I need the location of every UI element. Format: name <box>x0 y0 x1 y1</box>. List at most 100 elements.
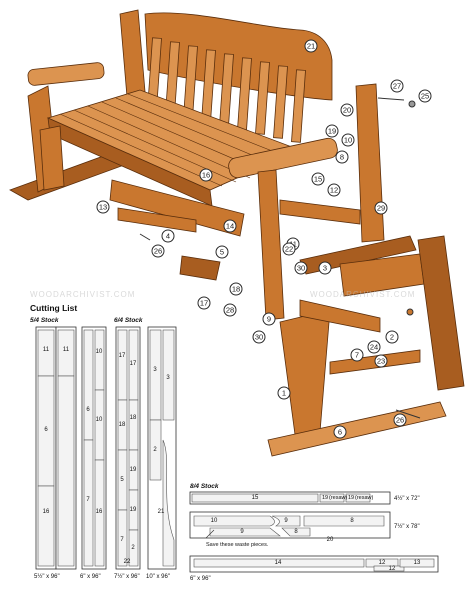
callout-29: 29 <box>374 201 388 215</box>
callout-12: 12 <box>327 183 341 197</box>
callout-8: 8 <box>335 150 349 164</box>
svg-text:22: 22 <box>124 559 131 565</box>
svg-text:2: 2 <box>131 545 135 551</box>
svg-text:3: 3 <box>323 264 327 273</box>
svg-text:17: 17 <box>200 299 208 308</box>
board-84-a: 15 19 (resaw) 19 (resaw) <box>189 491 391 505</box>
board-54-a: 11 6 16 <box>35 326 57 570</box>
svg-text:20: 20 <box>343 106 351 115</box>
board-84-c-dim: 6" x 96" <box>190 576 211 582</box>
callout-30-b: 30 <box>252 330 266 344</box>
callout-26-a: 26 <box>151 244 165 258</box>
part-callouts: 1 2 3 4 5 6 7 8 9 10 11 12 13 14 15 16 1… <box>96 39 432 439</box>
svg-text:26: 26 <box>396 416 404 425</box>
board-54-a-dim: 5½" x 96" <box>34 573 60 580</box>
svg-text:6: 6 <box>44 427 48 433</box>
svg-text:2: 2 <box>153 447 157 453</box>
svg-text:15: 15 <box>252 495 259 501</box>
board-64-b: 3 3 2 21 <box>147 326 177 570</box>
svg-text:7: 7 <box>86 497 90 503</box>
callout-2: 2 <box>385 330 399 344</box>
svg-text:18: 18 <box>119 422 126 428</box>
svg-text:13: 13 <box>99 203 107 212</box>
svg-text:19: 19 <box>130 467 137 473</box>
svg-text:14: 14 <box>226 222 234 231</box>
stock-84-label: 8/4 Stock <box>190 483 219 490</box>
svg-text:9: 9 <box>284 518 288 524</box>
watermark-left: WOODARCHIVIST.COM <box>30 290 135 299</box>
svg-text:5: 5 <box>220 248 224 257</box>
cutting-list: Cutting List 5/4 Stock 6/4 Stock 11 6 16… <box>30 303 439 582</box>
watermark-right: WOODARCHIVIST.COM <box>310 290 415 299</box>
svg-text:20: 20 <box>327 537 334 543</box>
callout-9: 9 <box>262 312 276 326</box>
cutting-list-title: Cutting List <box>30 303 77 313</box>
svg-text:28: 28 <box>226 306 234 315</box>
svg-text:26: 26 <box>154 247 162 256</box>
callout-13: 13 <box>96 200 110 214</box>
board-54-b-dim: 6" x 96" <box>80 574 101 580</box>
stock-64-label: 6/4 Stock <box>114 317 143 324</box>
svg-text:14: 14 <box>275 560 282 566</box>
svg-text:10: 10 <box>211 518 218 524</box>
svg-text:7: 7 <box>355 351 359 360</box>
svg-text:6: 6 <box>86 407 90 413</box>
svg-text:9: 9 <box>267 315 271 324</box>
board-54-a-strip: 11 <box>55 326 77 570</box>
svg-text:5: 5 <box>120 477 124 483</box>
svg-text:29: 29 <box>377 204 385 213</box>
callout-30-a: 30 <box>294 261 308 275</box>
board-84-a-dim: 4½" x 72" <box>394 495 420 502</box>
svg-text:1: 1 <box>282 389 286 398</box>
svg-text:19: 19 <box>322 495 328 501</box>
svg-text:22: 22 <box>285 245 293 254</box>
svg-text:17: 17 <box>119 353 126 359</box>
board-64-a: 17 17 18 18 5 19 19 7 2 22 <box>115 326 141 570</box>
svg-text:19: 19 <box>130 507 137 513</box>
svg-text:16: 16 <box>202 171 210 180</box>
callout-20: 20 <box>340 103 354 117</box>
board-54-b: 10 10 6 7 16 <box>81 326 107 570</box>
svg-text:(resaw): (resaw) <box>355 495 374 501</box>
svg-text:27: 27 <box>393 82 401 91</box>
svg-text:2: 2 <box>390 333 394 342</box>
callout-22: 22 <box>282 242 296 256</box>
svg-text:30: 30 <box>255 333 263 342</box>
svg-text:25: 25 <box>421 92 429 101</box>
callout-5: 5 <box>215 245 229 259</box>
callout-25: 25 <box>418 89 432 103</box>
svg-text:12: 12 <box>389 566 396 572</box>
callout-21: 21 <box>304 39 318 53</box>
bench-illustration <box>9 9 465 457</box>
svg-text:13: 13 <box>414 560 421 566</box>
board-64-b-dim: 10" x 96" <box>146 574 170 580</box>
svg-text:10: 10 <box>344 136 352 145</box>
svg-text:6: 6 <box>338 428 342 437</box>
svg-text:18: 18 <box>130 415 137 421</box>
svg-text:21: 21 <box>307 42 315 51</box>
callout-14: 14 <box>223 219 237 233</box>
svg-text:11: 11 <box>63 347 70 353</box>
svg-text:24: 24 <box>370 343 378 352</box>
stock-54-label: 5/4 Stock <box>30 317 59 324</box>
svg-text:8: 8 <box>350 518 354 524</box>
board-84-b-dim: 7½" x 78" <box>394 523 420 530</box>
callout-4: 4 <box>161 229 175 243</box>
board-84-c: 14 12 12 13 <box>189 555 439 573</box>
callout-15: 15 <box>311 172 325 186</box>
svg-text:12: 12 <box>330 186 338 195</box>
waste-note: Save these waste pieces. <box>206 542 269 548</box>
svg-text:(resaw): (resaw) <box>329 495 348 501</box>
svg-text:23: 23 <box>377 357 385 366</box>
callout-1: 1 <box>277 386 291 400</box>
svg-text:3: 3 <box>153 367 157 373</box>
callout-3: 3 <box>318 261 332 275</box>
svg-text:17: 17 <box>130 361 137 367</box>
callout-16: 16 <box>199 168 213 182</box>
svg-text:10: 10 <box>96 417 103 423</box>
svg-text:18: 18 <box>232 285 240 294</box>
callout-10: 10 <box>341 133 355 147</box>
callout-6: 6 <box>333 425 347 439</box>
svg-text:4: 4 <box>166 232 170 241</box>
